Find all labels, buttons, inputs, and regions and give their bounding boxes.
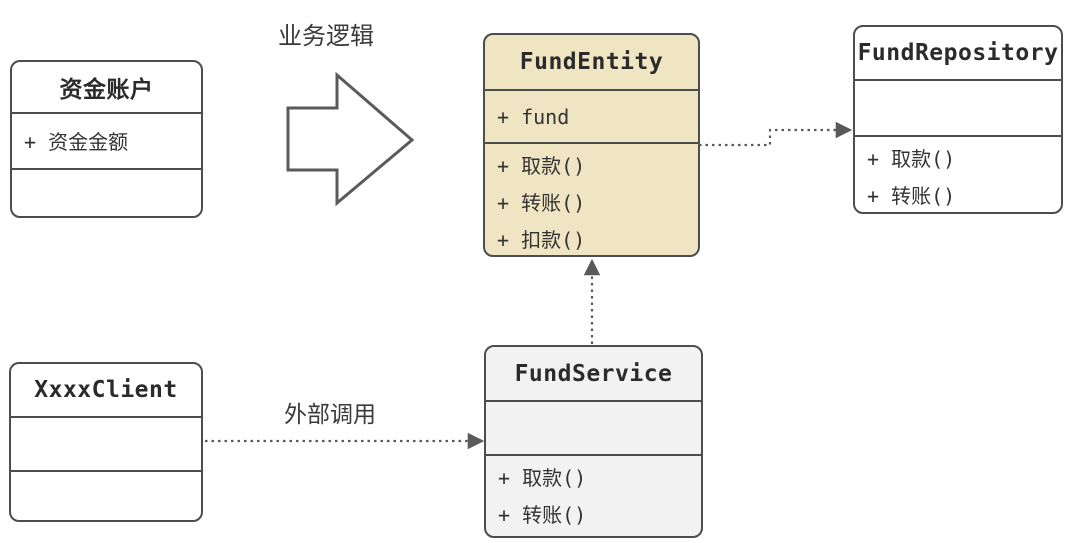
business-logic-label: 业务逻辑 <box>278 22 374 50</box>
methods-section: + 取款() + 转账() + 扣款() <box>485 142 698 255</box>
class-box-fund-entity: FundEntity + fund + 取款() + 转账() + 扣款() <box>483 33 700 257</box>
attributes-section <box>855 79 1061 135</box>
class-box-fund-account: 资金账户 + 资金金额 <box>10 60 203 218</box>
class-title-fund-account: 资金账户 <box>59 77 154 103</box>
external-call-label: 外部调用 <box>284 402 376 428</box>
attributes-section <box>11 416 201 470</box>
attribute-row: + fund <box>497 105 570 129</box>
methods-section <box>12 168 201 216</box>
class-title-fund-repository: FundRepository <box>857 40 1059 66</box>
method-row: + 转账() <box>498 503 587 527</box>
method-row: + 扣款() <box>497 228 586 252</box>
attributes-section: + fund <box>485 89 698 142</box>
attributes-section: + 资金金额 <box>12 112 201 168</box>
class-title-xxxx-client: XxxxClient <box>34 377 178 403</box>
class-box-xxxx-client: XxxxClient <box>9 362 203 522</box>
methods-section: + 取款() + 转账() <box>486 454 701 536</box>
class-title-fund-entity: FundEntity <box>519 49 664 75</box>
method-row: + 转账() <box>497 191 586 215</box>
methods-section <box>11 470 201 520</box>
method-row: + 取款() <box>498 466 587 490</box>
business-logic-arrow <box>286 71 415 207</box>
method-row: + 取款() <box>497 154 586 178</box>
class-box-fund-service: FundService + 取款() + 转账() <box>484 345 703 538</box>
attributes-section <box>486 400 701 454</box>
attribute-row: + 资金金额 <box>24 130 129 154</box>
method-row: + 转账() <box>867 184 956 208</box>
arrow-entity-to-repository <box>699 121 853 147</box>
class-box-fund-repository: FundRepository + 取款() + 转账() <box>853 25 1063 214</box>
method-row: + 取款() <box>867 147 956 171</box>
class-title-fund-service: FundService <box>514 360 673 387</box>
methods-section: + 取款() + 转账() <box>855 135 1061 212</box>
